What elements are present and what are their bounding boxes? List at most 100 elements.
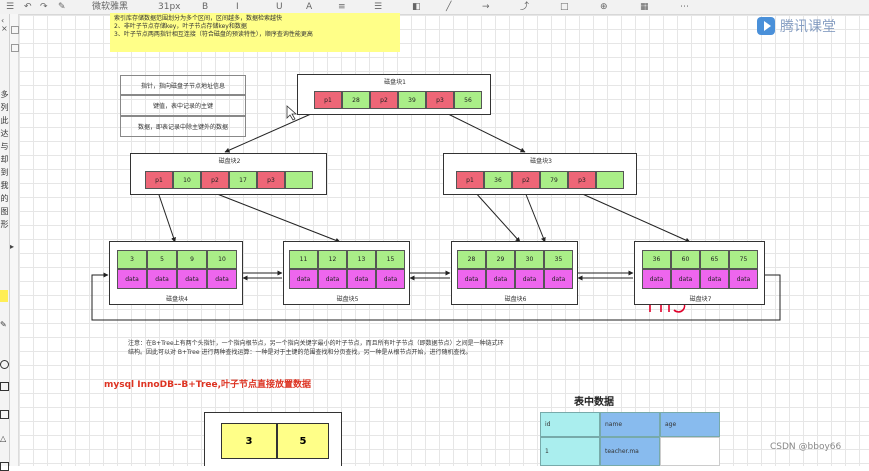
font-color-icon[interactable]: A xyxy=(306,2,313,12)
key-cell: 60 xyxy=(671,250,700,269)
rect-tool-icon[interactable] xyxy=(0,410,9,419)
legend-key[interactable]: 键值，表中记录的主键 xyxy=(120,95,246,116)
data-cell: data xyxy=(318,269,347,289)
data-table[interactable]: id name age 1 teacher.ma xyxy=(540,412,720,466)
key-cell: 11 xyxy=(289,250,318,269)
disk-title: 磁盘块5 xyxy=(336,296,359,303)
disk-title: 磁盘块2 xyxy=(218,158,241,165)
table-title[interactable]: 表中数据 xyxy=(574,397,614,408)
data-cell: data xyxy=(289,269,318,289)
disk-block-6[interactable]: 28 29 30 35 data data data data 磁盘块6 xyxy=(451,241,578,305)
disk-title: 磁盘块7 xyxy=(689,296,712,303)
data-cell: data xyxy=(642,269,671,289)
side-char: 列 xyxy=(0,103,9,112)
key-cell: 5 xyxy=(147,250,177,269)
disk-block-7[interactable]: 36 60 65 75 data data data data 磁盘块7 xyxy=(634,241,765,305)
side-char: 图 xyxy=(0,207,9,216)
disk-title: 磁盘块1 xyxy=(384,79,406,86)
side-char: 却 xyxy=(0,155,9,164)
expand-icon[interactable]: ▸ xyxy=(10,242,15,251)
disk-title: 磁盘块4 xyxy=(166,296,188,303)
disk-block-3[interactable]: 磁盘块3 p1 36 p2 79 p3 xyxy=(443,153,637,195)
pointer-cell: p1 xyxy=(145,171,173,189)
highlight-swatch[interactable] xyxy=(0,290,8,302)
watermark: CSDN @bboy66 xyxy=(770,442,842,452)
underline-icon[interactable]: U xyxy=(276,2,283,12)
redo-icon[interactable]: ↷ xyxy=(40,2,48,12)
pointer-cell: p1 xyxy=(314,91,342,109)
menu-icon[interactable]: ☰ xyxy=(6,2,15,12)
undo-icon[interactable]: ↶ xyxy=(24,2,32,12)
table-cell: 1 xyxy=(540,437,600,466)
font-size-select[interactable]: 31px xyxy=(158,2,181,12)
disk-block-4[interactable]: 3 5 9 10 data data data data 磁盘块4 xyxy=(109,241,243,305)
data-cell: data xyxy=(117,269,147,289)
back-icon[interactable]: ‹ xyxy=(1,16,5,25)
arrow-icon[interactable]: → xyxy=(482,2,490,12)
side-char: 的 xyxy=(0,194,9,203)
italic-icon[interactable]: I xyxy=(236,2,239,12)
data-cell: data xyxy=(486,269,515,289)
align-icon[interactable]: ≡ xyxy=(338,2,346,12)
fill-icon[interactable]: ◧ xyxy=(412,2,421,12)
key-cell: 10 xyxy=(207,250,237,269)
description-line: 注意：在B+Tree上有两个头指针，一个指向根节点，另一个指向关键字最小的叶子节… xyxy=(128,340,504,347)
disk-title: 磁盘块6 xyxy=(504,296,527,303)
data-cell: data xyxy=(457,269,486,289)
key-cell: 15 xyxy=(376,250,405,269)
pointer-cell: p2 xyxy=(201,171,229,189)
legend-pointer[interactable]: 指针，指向磁盘子节点地址信息 xyxy=(120,75,246,95)
line-icon[interactable]: ╱ xyxy=(446,2,452,12)
bold-icon[interactable]: B xyxy=(202,2,209,12)
key-cell: 36 xyxy=(642,250,671,269)
zoom-icon[interactable]: ⊕ xyxy=(600,2,608,12)
data-cell: data xyxy=(177,269,207,289)
data-cell: data xyxy=(700,269,729,289)
data-cell: data xyxy=(729,269,758,289)
square-tool-icon[interactable] xyxy=(0,382,9,391)
disk-block-2[interactable]: 磁盘块2 p1 10 p2 17 p3 xyxy=(130,153,327,195)
table-header-cell: age xyxy=(660,412,720,437)
pointer-cell: p3 xyxy=(257,171,285,189)
side-char: 与 xyxy=(0,142,9,151)
disk-block-1[interactable]: 磁盘块1 p1 28 p2 39 p3 56 xyxy=(297,74,491,115)
pen-icon[interactable]: ✎ xyxy=(0,320,7,329)
more-icon[interactable]: ⋯ xyxy=(680,2,689,12)
font-select[interactable]: 微软雅黑 xyxy=(92,2,129,12)
format-icon[interactable]: ✎ xyxy=(58,2,66,12)
key-cell xyxy=(285,171,313,189)
logo: 腾讯课堂 xyxy=(756,15,852,37)
key-cell: 65 xyxy=(700,250,729,269)
mysql-title[interactable]: mysql InnoDB--B+Tree,叶子节点直接放置数据 xyxy=(104,380,312,390)
connector-icon[interactable]: ⤴ xyxy=(520,2,530,12)
play-logo-icon xyxy=(757,17,775,35)
shape-item[interactable] xyxy=(11,44,19,52)
grid-icon[interactable]: ▦ xyxy=(640,2,649,12)
key-cell: 5 xyxy=(277,423,329,459)
description-text[interactable]: 注意：在B+Tree上有两个头指针，一个指向根节点，另一个指向关键字最小的叶子节… xyxy=(128,339,628,357)
data-cell: data xyxy=(671,269,700,289)
pointer-cell: p1 xyxy=(456,171,484,189)
key-cell: 3 xyxy=(117,250,147,269)
side-char: 多 xyxy=(0,90,9,99)
legend-label: 键值，表中记录的主键 xyxy=(152,103,213,110)
shape-item[interactable] xyxy=(11,26,19,34)
table-cell: teacher.ma xyxy=(600,437,660,466)
close-icon[interactable]: × xyxy=(1,24,8,33)
legend-data[interactable]: 数据，即表记录中除主键外的数据 xyxy=(120,116,246,137)
triangle-tool-icon[interactable]: △ xyxy=(0,434,7,443)
key-cell: 29 xyxy=(486,250,515,269)
table-header-cell: name xyxy=(600,412,660,437)
key-cell: 56 xyxy=(454,91,482,109)
circle-tool-icon[interactable] xyxy=(0,360,9,369)
shape-icon[interactable]: □ xyxy=(560,2,569,12)
disk-block-5[interactable]: 11 12 13 15 data data data data 磁盘块5 xyxy=(283,241,410,305)
disk-title: 磁盘块3 xyxy=(530,158,552,165)
side-char: 达 xyxy=(0,129,9,138)
pointer-cell: p3 xyxy=(568,171,596,189)
pointer-cell: p3 xyxy=(426,91,454,109)
list-icon[interactable]: ☰ xyxy=(374,2,383,12)
note-box[interactable]: 索引库存储数据范围划分为多个区间，区间越多，数据检索越快 2、非叶子节点存储ke… xyxy=(110,13,400,52)
bottom-disk-block[interactable]: 3 5 xyxy=(204,412,342,466)
data-cell: data xyxy=(147,269,177,289)
